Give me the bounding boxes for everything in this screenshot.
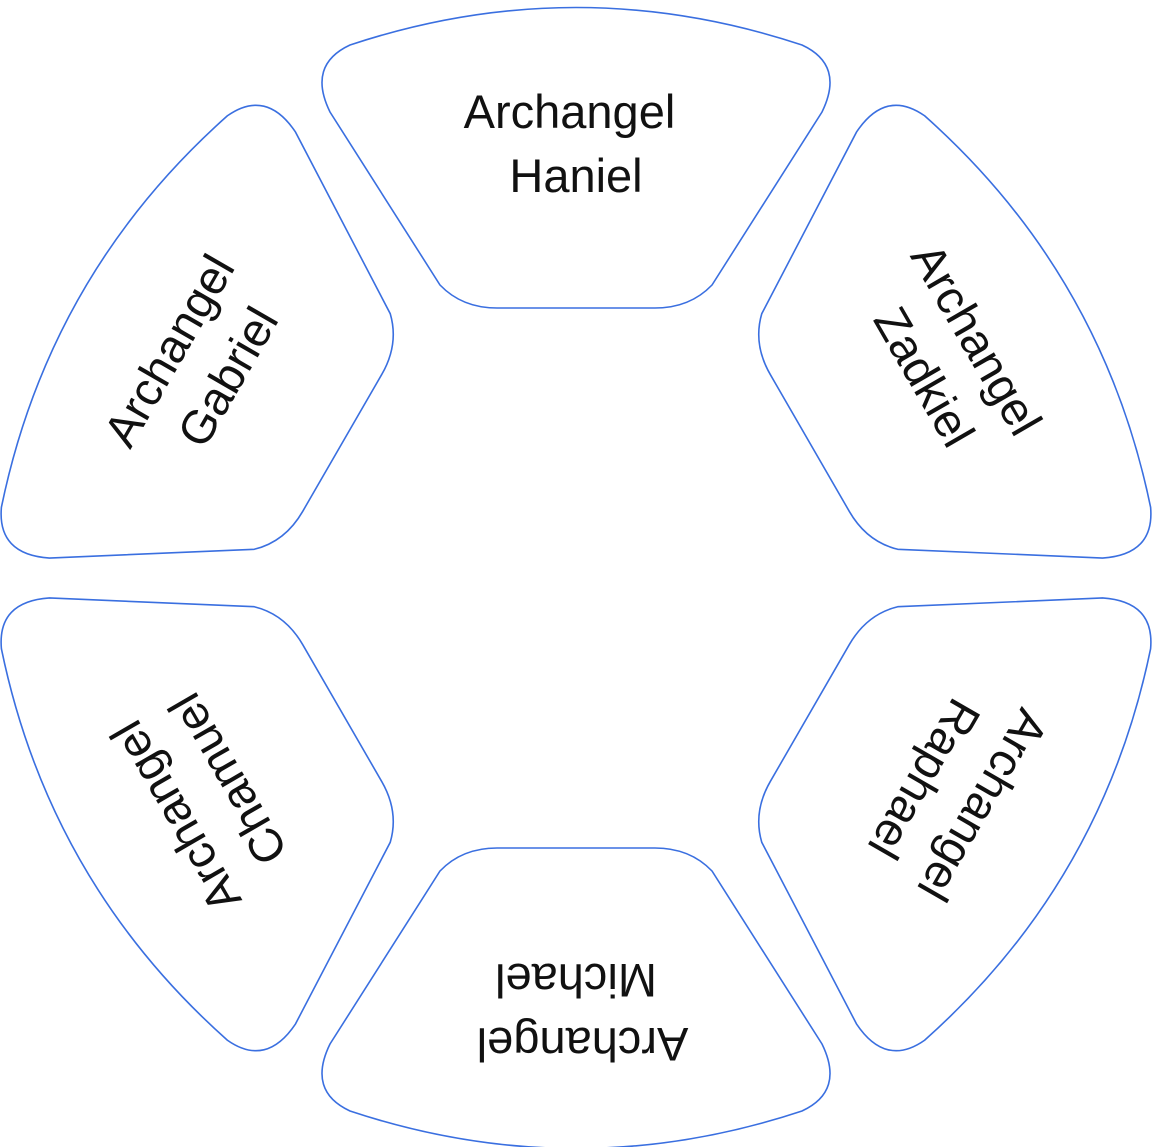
segment-michael-line-1: Archangel xyxy=(477,1018,689,1071)
segment-gabriel-shape xyxy=(0,104,395,559)
segment-zadkiel-shape xyxy=(757,104,1152,559)
segment-gabriel: Archangel Gabriel xyxy=(0,104,395,559)
segment-raphael-shape xyxy=(757,597,1152,1052)
segment-michael: Archangel Michael xyxy=(321,847,831,1147)
segment-haniel-label: Archangel Haniel xyxy=(464,85,689,202)
segment-raphael: Archangel Raphael xyxy=(757,597,1152,1052)
segment-haniel-shape xyxy=(321,6,831,309)
segment-zadkiel: Archangel Zadkiel xyxy=(757,104,1152,559)
segment-michael-label: Archangel Michael xyxy=(464,954,689,1071)
segment-michael-line-2: Michael xyxy=(495,954,657,1007)
segment-haniel: Archangel Haniel xyxy=(321,6,831,309)
segment-chamuel: Archangel Chamuel xyxy=(0,597,395,1052)
segment-chamuel-shape xyxy=(0,597,395,1052)
segment-michael-shape xyxy=(321,847,831,1147)
segment-haniel-line-1: Archangel xyxy=(464,85,676,138)
segment-haniel-line-2: Haniel xyxy=(509,149,642,202)
